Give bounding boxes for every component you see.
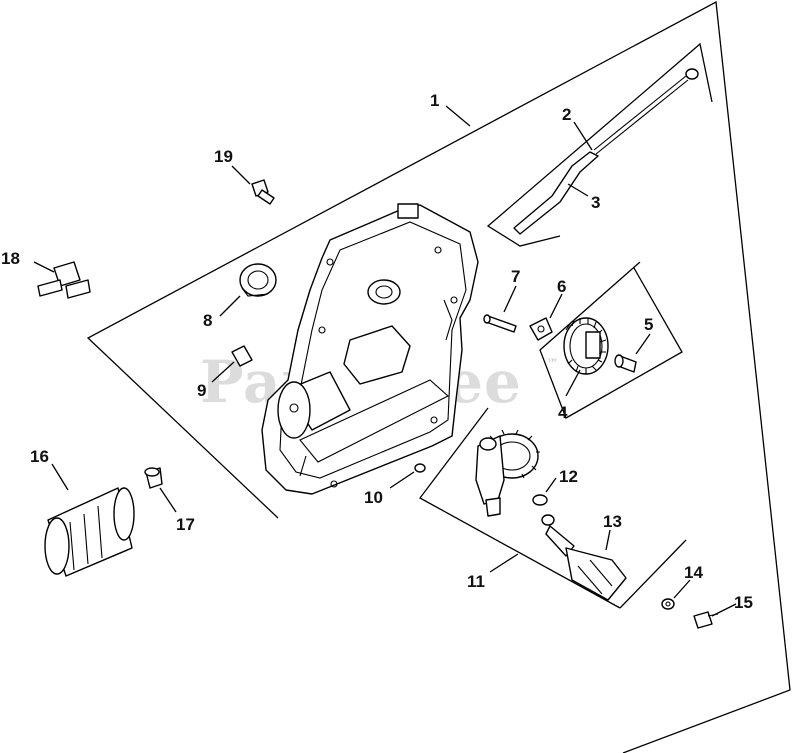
- oil-seal: [239, 263, 277, 297]
- pin-part: [483, 314, 517, 333]
- callout-1: 1: [430, 91, 439, 110]
- governor-gear: [563, 317, 609, 375]
- callout-14: 14: [684, 563, 703, 582]
- callout-10: 10: [364, 488, 383, 507]
- callout-12: 12: [559, 467, 578, 486]
- o-ring-pump: [532, 494, 548, 506]
- bolt: [251, 179, 275, 205]
- callout-11: 11: [467, 572, 485, 591]
- callout-8: 8: [203, 311, 212, 330]
- callout-17: 17: [176, 515, 195, 534]
- set-screw: [231, 345, 253, 367]
- callout-labels: 1 2 3 4 5 6 7 8 9 10 11 12 13 14 15 16 1…: [1, 91, 753, 612]
- o-ring-small: [414, 463, 426, 473]
- leader-lines: [33, 105, 737, 617]
- assembly-outline: [86, 0, 791, 753]
- callout-2: 2: [562, 105, 571, 124]
- callout-4: 4: [558, 403, 568, 422]
- callout-7: 7: [511, 267, 520, 286]
- dipstick: [513, 68, 699, 235]
- gear-shaft: [614, 354, 637, 373]
- elbow-fitting: [37, 261, 91, 299]
- crankcase-cover: [261, 203, 479, 495]
- dipstick-group-frame: [486, 42, 713, 247]
- callout-6: 6: [557, 277, 566, 296]
- callout-9: 9: [197, 381, 206, 400]
- callout-19: 19: [214, 147, 233, 166]
- callout-18: 18: [1, 249, 20, 268]
- oil-sensor: [541, 514, 627, 601]
- washer: [661, 598, 675, 610]
- oil-pump-group-frame: [419, 407, 687, 609]
- watermark-trademark: ™: [546, 357, 559, 372]
- oil-filter: [44, 487, 135, 577]
- clip-part: [529, 317, 553, 341]
- callout-16: 16: [30, 447, 49, 466]
- callout-3: 3: [591, 193, 600, 212]
- fitting-plug: [144, 467, 163, 489]
- callout-5: 5: [644, 315, 653, 334]
- callout-13: 13: [603, 512, 622, 531]
- oil-pump-assembly: [475, 429, 540, 517]
- callout-15: 15: [734, 593, 753, 612]
